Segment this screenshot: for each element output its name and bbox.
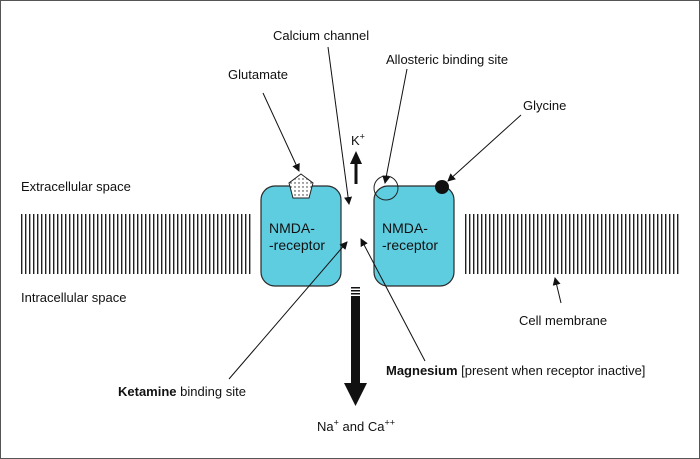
magnesium-label-rest: [present when receptor inactive] (461, 363, 646, 378)
glutamate-pointer (262, 92, 300, 172)
allosteric-site-pointer (382, 68, 408, 184)
extracellular-space-label: Extracellular space (21, 179, 131, 194)
ketamine-label: Ketamine binding site (118, 384, 246, 399)
nmda-receptor-left-line1: NMDA- (269, 220, 315, 236)
nmda-receptor-left-line2: -receptor (269, 237, 326, 253)
allosteric-site-label: Allosteric binding site (386, 52, 509, 67)
potassium-label: K+ (351, 131, 365, 148)
glycine-pointer (447, 114, 522, 182)
influx-arrow-tick-1 (351, 287, 360, 289)
calcium-channel-pointer (327, 46, 353, 205)
influx-arrow-tick-3 (351, 293, 360, 295)
and-calcium-text: and Ca (342, 419, 385, 434)
ketamine-label-bold: Ketamine (118, 384, 177, 399)
intracellular-space-label: Intracellular space (21, 290, 127, 305)
glycine-label: Glycine (523, 98, 567, 113)
influx-arrowhead (344, 383, 367, 406)
calcium-channel-label: Calcium channel (273, 28, 370, 43)
sodium-charge: + (333, 417, 339, 428)
cell-membrane-label: Cell membrane (519, 313, 608, 328)
sodium-symbol: Na (317, 419, 334, 434)
nmda-receptor-right-line2: -receptor (382, 237, 439, 253)
influx-arrow-tick-2 (351, 290, 360, 292)
sodium-calcium-label: Na+ and Ca++ (317, 417, 395, 434)
cell-membrane-right (465, 214, 681, 274)
cell-membrane-left (19, 214, 253, 274)
glutamate-dots (289, 174, 313, 198)
ketamine-pointer (228, 241, 348, 380)
calcium-charge: ++ (384, 417, 395, 428)
magnesium-label: Magnesium [present when receptor inactiv… (386, 363, 645, 378)
cell-membrane-pointer (552, 277, 562, 304)
magnesium-pointer (360, 238, 426, 362)
nmda-receptor-right-shape (373, 185, 455, 287)
potassium-arrowhead (350, 151, 362, 164)
glycine-molecule (435, 180, 449, 194)
potassium-charge: + (359, 131, 365, 142)
ketamine-label-rest: binding site (180, 384, 246, 399)
potassium-symbol: K (351, 133, 360, 148)
glutamate-label: Glutamate (228, 67, 288, 82)
magnesium-label-bold: Magnesium (386, 363, 458, 378)
influx-arrow-shaft (351, 296, 360, 384)
nmda-receptor-right-line1: NMDA- (382, 220, 428, 236)
